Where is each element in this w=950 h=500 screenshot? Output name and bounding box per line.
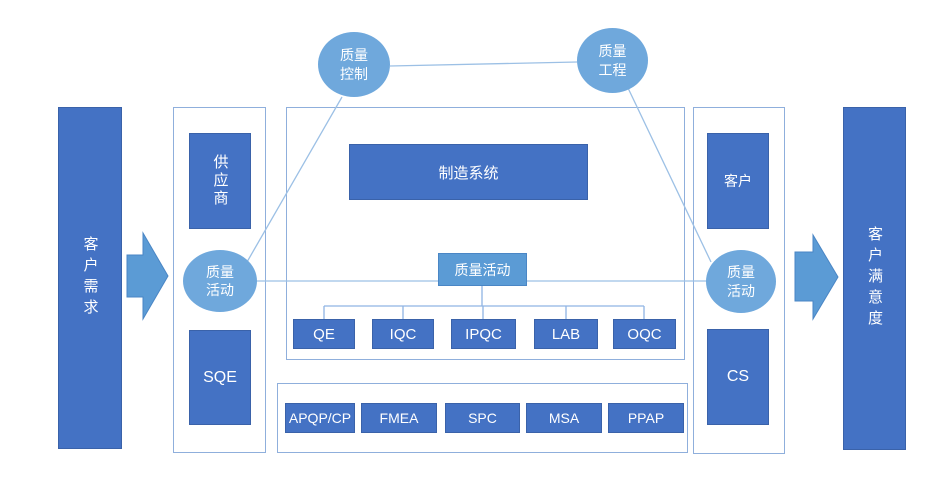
- manufacturing-system-box: 制造系统: [349, 144, 588, 200]
- quality-activity-box: 质量活动: [438, 253, 527, 286]
- supplier-column-container: [173, 107, 266, 453]
- quality-control-circle: 质量 控制: [318, 32, 390, 97]
- tool-box-spc: SPC: [445, 403, 520, 433]
- right-quality-activity-circle: 质量 活动: [706, 250, 776, 313]
- tool-box-apqp-cp: APQP/CP: [285, 403, 355, 433]
- dept-box-qe: QE: [293, 319, 355, 349]
- dept-box-iqc: IQC: [372, 319, 434, 349]
- customer-box: 客户: [707, 133, 769, 229]
- customer-requirements-label: 客户需求: [81, 236, 99, 320]
- customer-satisfaction-label: 客户满意度: [866, 226, 883, 331]
- tool-box-fmea: FMEA: [361, 403, 437, 433]
- sqe-box: SQE: [189, 330, 251, 425]
- connector-qc-to-qe-circle: [389, 61, 578, 67]
- supplier-label: 供应商: [211, 154, 229, 208]
- tool-box-msa: MSA: [526, 403, 602, 433]
- left-quality-activity-circle: 质量 活动: [183, 250, 257, 312]
- dept-box-ipqc: IPQC: [451, 319, 516, 349]
- cs-box: CS: [707, 329, 769, 425]
- quality-tools-container: [277, 383, 688, 453]
- tool-box-ppap: PPAP: [608, 403, 684, 433]
- quality-engineering-circle: 质量 工程: [577, 28, 648, 93]
- connector-qc-to-left-activity: [246, 96, 343, 263]
- manufacturing-container: [286, 107, 685, 360]
- customer-requirements-bar: 客户需求: [58, 107, 122, 449]
- customer-satisfaction-bar: 客户满意度: [843, 107, 906, 450]
- supplier-box: 供应商: [189, 133, 251, 229]
- connector-qe-to-right-activity: [627, 87, 712, 263]
- output-flow-arrow-icon: [794, 233, 839, 321]
- dept-box-oqc: OQC: [613, 319, 676, 349]
- input-flow-arrow-icon: [126, 231, 169, 321]
- dept-box-lab: LAB: [534, 319, 598, 349]
